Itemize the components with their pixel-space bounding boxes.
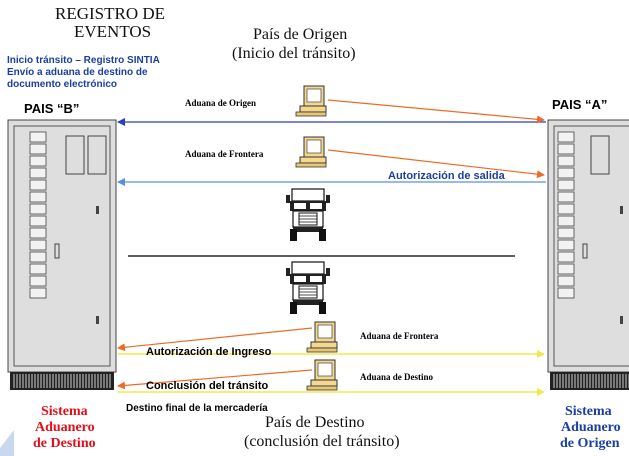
destino-footer-line2: (conclusión del tránsito) xyxy=(244,433,400,450)
sistema-destino-line1: Sistema xyxy=(41,404,88,419)
server-slot xyxy=(29,227,47,239)
arrow-destino-to-b xyxy=(117,369,313,390)
sistema-origen-line2: Aduanero xyxy=(561,420,621,435)
autorizacion-salida-label: Autorización de salida xyxy=(388,170,505,182)
aduana-frontera-bottom-label: Aduana de Frontera xyxy=(360,331,439,341)
sistema-origen-line3: de Origen xyxy=(560,436,620,451)
server-slot xyxy=(29,191,47,203)
truck-top-icon xyxy=(285,188,331,242)
sistema-origen-line1: Sistema xyxy=(565,404,612,419)
computer-aduana-frontera-bottom-icon xyxy=(306,321,338,353)
eventos-note-2: Envío a aduana de destino de xyxy=(7,67,148,78)
pais-b-label: PAIS “B” xyxy=(24,101,80,116)
conclusion-transito-label: Conclusión del tránsito xyxy=(146,380,269,392)
server-slot xyxy=(29,131,47,143)
server-slot xyxy=(29,251,47,263)
corner-decoration xyxy=(0,430,14,456)
aduana-origen-label: Aduana de Origen xyxy=(185,98,257,108)
computer-aduana-origen-icon xyxy=(295,85,327,117)
server-slot xyxy=(557,167,575,179)
sistema-destino-line2: Aduanero xyxy=(35,420,95,435)
server-pais-b xyxy=(7,119,117,390)
computer-aduana-destino-icon xyxy=(306,359,338,391)
registro-title-line1: REGISTRO DE xyxy=(55,4,166,23)
server-slot xyxy=(29,287,47,299)
origen-header-line1: País de Origen xyxy=(253,26,348,43)
server-slot xyxy=(557,155,575,167)
server-slot xyxy=(557,191,575,203)
server-slot xyxy=(557,263,575,275)
sistema-destino-line3: de Destino xyxy=(33,436,96,451)
server-slot xyxy=(29,239,47,251)
server-slot xyxy=(29,155,47,167)
eventos-note-3: documento electrónico xyxy=(7,79,118,90)
registro-title-line2: EVENTOS xyxy=(74,22,152,41)
computer-aduana-frontera-top-icon xyxy=(295,136,327,168)
server-slot xyxy=(557,227,575,239)
server-pais-a xyxy=(547,119,629,390)
pais-a-label: PAIS “A” xyxy=(552,97,608,112)
server-slot xyxy=(29,215,47,227)
aduana-frontera-top-label: Aduana de Frontera xyxy=(185,149,264,159)
server-slot xyxy=(29,167,47,179)
server-slot xyxy=(29,143,47,155)
server-slot xyxy=(29,179,47,191)
arrow-frontera-to-a xyxy=(327,149,545,179)
autorizacion-ingreso-label: Autorización de Ingreso xyxy=(146,346,272,358)
origen-header-line2: (Inicio del tránsito) xyxy=(232,45,356,62)
destino-footer-line1: País de Destino xyxy=(265,414,365,431)
server-slot xyxy=(557,275,575,287)
truck-bottom-icon xyxy=(285,261,331,315)
arrow-frontera-to-b xyxy=(117,327,313,352)
server-slot xyxy=(557,287,575,299)
server-slot xyxy=(29,263,47,275)
server-slot xyxy=(557,215,575,227)
server-slot xyxy=(557,251,575,263)
destino-final-label: Destino final de la mercadería xyxy=(126,403,268,414)
server-slot xyxy=(29,275,47,287)
server-slot xyxy=(557,179,575,191)
server-slot xyxy=(557,143,575,155)
aduana-destino-label: Aduana de Destino xyxy=(360,372,434,382)
server-slot xyxy=(557,203,575,215)
server-slot xyxy=(29,203,47,215)
server-slot xyxy=(557,131,575,143)
server-slot xyxy=(557,239,575,251)
eventos-note-1: Inicio tránsito – Registro SINTIA xyxy=(7,55,160,66)
arrow-origen-to-a xyxy=(327,99,545,124)
